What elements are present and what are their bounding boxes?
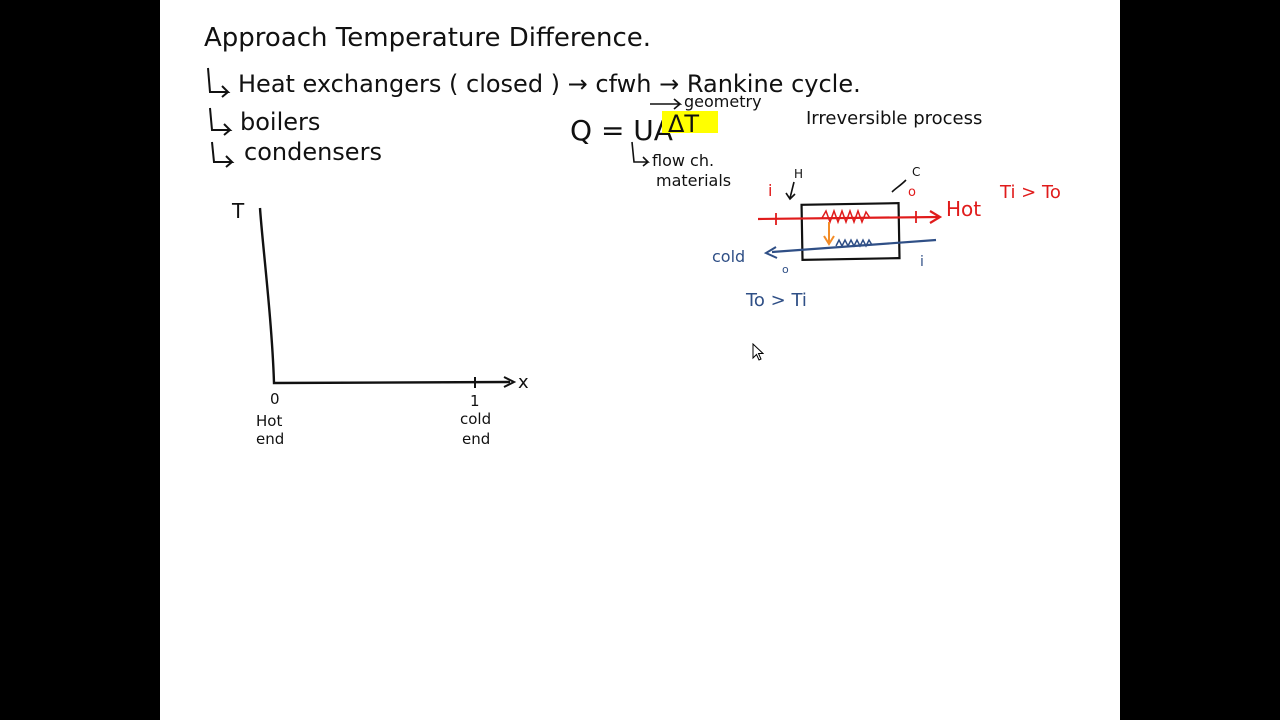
hot-resistance-zigzag xyxy=(821,208,871,225)
x-axis-arrow-icon xyxy=(503,376,517,388)
pointer-arrow-icon xyxy=(785,181,796,201)
pointer-arrow-icon xyxy=(891,179,907,193)
flow-note-line2: materials xyxy=(656,171,731,190)
heat-transfer-equation: Q = UA ΔT geometry flow ch. materials xyxy=(570,92,762,190)
irreversible-note: Irreversible process xyxy=(806,108,982,129)
hook-arrow-icon xyxy=(631,141,650,167)
hot-inlet-label: i xyxy=(768,181,772,200)
cold-outlet-label: o xyxy=(782,263,789,276)
geometry-note: geometry xyxy=(684,92,762,111)
heat-flow-arrow-icon xyxy=(823,235,835,246)
label-c: C xyxy=(912,165,920,179)
temperature-plot: T x 0 1 Hot end cold end xyxy=(231,199,529,448)
cold-label: cold xyxy=(712,247,745,266)
y-axis-label: T xyxy=(231,199,245,223)
cold-inlet-label: i xyxy=(920,254,924,270)
handwritten-notes: Approach Temperature Difference. Heat ex… xyxy=(204,23,1061,448)
highlight-marker xyxy=(662,111,718,133)
heat-exchanger-sketch: i H C o Hot Ti > To cold o i To > Ti xyxy=(712,165,1061,311)
hot-relation: Ti > To xyxy=(999,182,1061,203)
hook-arrow-icon xyxy=(207,67,231,98)
delta-t-highlighted: ΔT xyxy=(668,110,699,138)
bullet-boilers: boilers xyxy=(240,108,320,136)
plot-axes xyxy=(258,207,511,385)
hot-end-label-2: end xyxy=(256,430,284,448)
hook-arrow-icon xyxy=(211,141,235,168)
label-h: H xyxy=(794,167,803,181)
page-title: Approach Temperature Difference. xyxy=(204,23,651,53)
cold-relation: To > Ti xyxy=(745,290,807,311)
cold-end-label-1: cold xyxy=(460,410,491,428)
bullet-heat-exchangers: Heat exchangers ( closed ) → cfwh → Rank… xyxy=(238,70,861,98)
whiteboard-canvas: Approach Temperature Difference. Heat ex… xyxy=(160,0,1120,720)
flow-note-line1: flow ch. xyxy=(652,151,714,170)
tick-0-label: 0 xyxy=(270,390,280,408)
bullet-condensers: condensers xyxy=(244,138,382,166)
bullet-list: Heat exchangers ( closed ) → cfwh → Rank… xyxy=(207,67,861,168)
hot-end-label-1: Hot xyxy=(256,412,282,430)
hook-arrow-icon xyxy=(209,107,233,136)
cold-end-label-2: end xyxy=(462,430,490,448)
arrow-icon xyxy=(650,98,683,110)
cold-arrow-icon xyxy=(763,246,778,259)
hot-outlet-label: o xyxy=(908,185,916,200)
x-axis-label: x xyxy=(518,372,529,393)
mouse-cursor-icon xyxy=(752,343,764,361)
exchanger-box xyxy=(800,202,901,261)
hot-label: Hot xyxy=(946,197,981,221)
hot-arrow-icon xyxy=(929,210,943,224)
equation-left: Q = UA xyxy=(570,114,673,147)
cold-resistance-zigzag xyxy=(835,238,873,248)
tick-1-label: 1 xyxy=(470,392,480,410)
